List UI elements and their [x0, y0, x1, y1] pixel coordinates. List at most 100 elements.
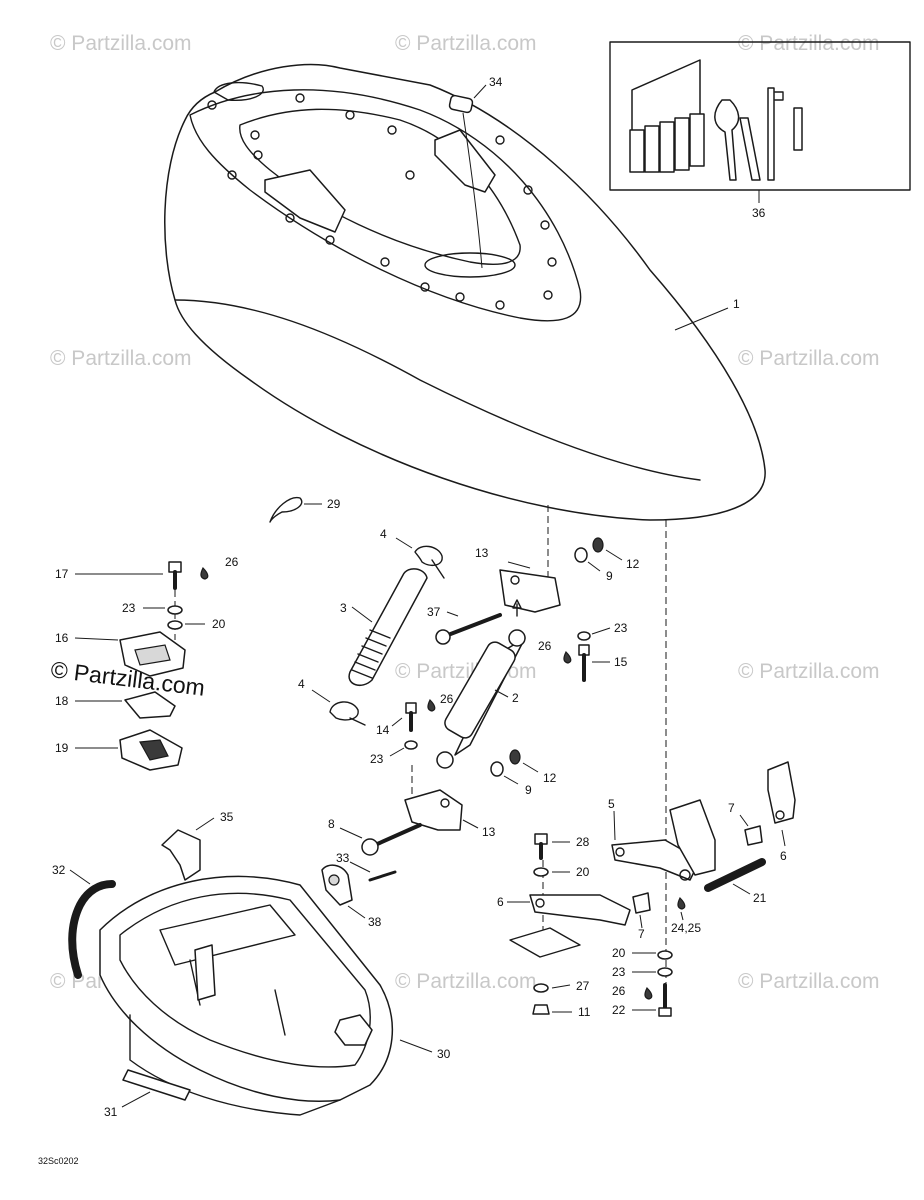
part-7-bushing-lower [632, 892, 651, 929]
part-4-clip-upper [395, 537, 445, 579]
callout-labels: 1 2 3 4 4 5 6 6 7 7 8 9 9 11 12 12 13 13… [52, 75, 787, 1119]
callout-36: 36 [752, 206, 766, 220]
callout-3: 3 [340, 601, 347, 615]
part-31-strip [121, 1069, 191, 1108]
callout-4-upper: 4 [380, 527, 387, 541]
callout-38: 38 [368, 915, 382, 929]
callout-32: 32 [52, 863, 66, 877]
part-20-washer [533, 867, 570, 877]
part-8-pin [339, 823, 422, 856]
part-28-bolt [534, 833, 570, 860]
part-36-toolkit [609, 41, 911, 203]
part-6-hinge-right [767, 761, 796, 847]
callout-20-center: 20 [576, 865, 590, 879]
callout-17: 17 [55, 567, 69, 581]
callout-9-upper: 9 [606, 569, 613, 583]
callout-33: 33 [336, 851, 350, 865]
callout-20-left: 20 [212, 617, 226, 631]
callout-7-right: 7 [728, 801, 735, 815]
part-4-clip-lower [311, 689, 366, 726]
callout-13-upper: 13 [475, 546, 489, 560]
callout-13-lower: 13 [482, 825, 496, 839]
watermark: © Partzilla.com [50, 32, 192, 55]
part-21-rod [704, 858, 766, 895]
part-33-pin [349, 861, 397, 882]
watermark: © Partzilla.com [50, 347, 192, 370]
drawing-code: 32Sc0202 [38, 1156, 79, 1166]
callout-16: 16 [55, 631, 69, 645]
part-38-hinge [321, 864, 366, 919]
callout-21: 21 [753, 891, 767, 905]
right-stack-fasteners [632, 950, 673, 1017]
callout-28: 28 [576, 835, 590, 849]
part-27-washer [533, 983, 571, 993]
part-18-latch-plate [75, 691, 176, 719]
right-fasteners [563, 627, 611, 682]
callout-18: 18 [55, 694, 69, 708]
callout-29: 29 [327, 497, 341, 511]
callout-19: 19 [55, 741, 69, 755]
callout-22: 22 [612, 1003, 626, 1017]
watermark: © Partzilla.com [738, 660, 880, 683]
callout-4-lower: 4 [298, 677, 305, 691]
callout-9-lower: 9 [525, 783, 532, 797]
part-2-gas-spring [436, 599, 526, 769]
callout-6-lower: 6 [497, 895, 504, 909]
part-24-25-fastener [677, 896, 686, 921]
callout-31: 31 [104, 1105, 118, 1119]
watermark: © Partzilla.com [738, 347, 880, 370]
watermark: © Partzilla.com [395, 32, 537, 55]
callout-23-center: 23 [370, 752, 384, 766]
callout-7-lower: 7 [638, 927, 645, 941]
callout-26-center: 26 [440, 692, 454, 706]
callout-20-right: 20 [612, 946, 626, 960]
watermark: © Partzilla.com [738, 970, 880, 993]
callout-37: 37 [427, 605, 441, 619]
callout-35: 35 [220, 810, 234, 824]
callout-12-lower: 12 [543, 771, 557, 785]
part-13-upper-bracket [499, 561, 561, 613]
callout-11: 11 [578, 1005, 591, 1019]
callout-26-left: 26 [225, 555, 239, 569]
callout-34: 34 [489, 75, 503, 89]
part-7-bushing-right [739, 814, 763, 846]
part-5-arm [611, 799, 716, 881]
center-fasteners [389, 698, 539, 785]
watermark: © Partzilla.com [738, 32, 880, 55]
watermark: © Partzilla.com [395, 660, 537, 683]
part-29-clip [269, 496, 322, 523]
part-37-bolt [435, 611, 502, 645]
part-32-hose [68, 869, 116, 979]
callout-23-right: 23 [614, 621, 628, 635]
callout-23-left: 23 [122, 601, 136, 615]
mounting-pad [509, 927, 581, 958]
callout-24-25: 24,25 [671, 921, 701, 935]
part-16-latch [74, 631, 186, 677]
watermark: © Partzilla.com [395, 970, 537, 993]
part-13-lower-bracket [404, 789, 479, 831]
part-17-bolt [75, 561, 209, 590]
callout-14: 14 [376, 723, 390, 737]
part-19-striker [75, 729, 183, 771]
callout-26-right: 26 [538, 639, 552, 653]
part-3-strut [348, 568, 428, 687]
part-34-bumper [448, 84, 487, 269]
part-35-strap [161, 817, 215, 881]
part-1-hood [164, 63, 766, 521]
callout-30: 30 [437, 1047, 451, 1061]
callout-5: 5 [608, 797, 615, 811]
callout-8: 8 [328, 817, 335, 831]
part-11-nut [532, 1004, 572, 1015]
callout-6-right: 6 [780, 849, 787, 863]
callout-26-stack: 26 [612, 984, 626, 998]
left-washers [143, 605, 205, 630]
part-6-link-lower [507, 894, 631, 926]
callout-15: 15 [614, 655, 628, 669]
callout-1: 1 [733, 297, 740, 311]
toolkit-sockets [629, 113, 705, 173]
callout-12-upper: 12 [626, 557, 640, 571]
callout-27: 27 [576, 979, 590, 993]
callout-2: 2 [512, 691, 519, 705]
part-30-storage-bin [99, 875, 433, 1116]
